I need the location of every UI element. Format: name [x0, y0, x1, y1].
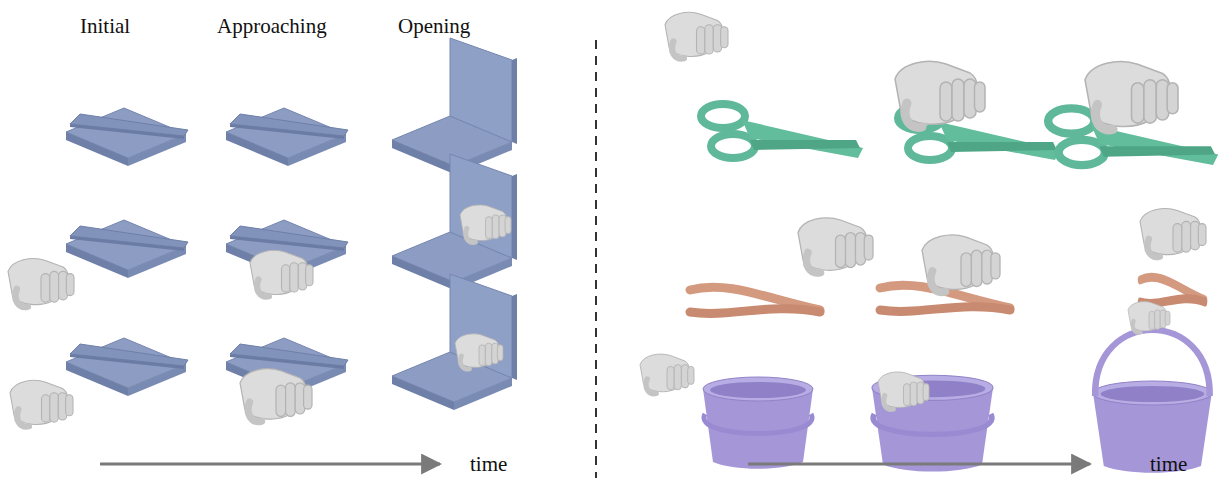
hand — [460, 205, 511, 242]
time-arrow — [748, 463, 1090, 466]
hand — [250, 250, 313, 296]
laptop — [66, 108, 188, 166]
laptop — [392, 154, 517, 290]
bucket — [1093, 330, 1212, 473]
pliers — [690, 287, 820, 313]
hand — [640, 354, 694, 394]
bucket — [703, 377, 813, 469]
laptop — [66, 338, 188, 396]
hand — [10, 380, 73, 426]
hand — [455, 334, 503, 369]
pliers — [1140, 277, 1205, 303]
hand — [240, 369, 312, 422]
laptop — [392, 38, 517, 174]
laptop — [226, 108, 348, 166]
laptop — [66, 220, 188, 278]
hand — [8, 259, 74, 307]
time-arrow — [100, 463, 440, 466]
hand — [1128, 302, 1170, 333]
laptop — [392, 274, 517, 410]
column-heading: Approaching — [217, 14, 327, 39]
axis-label: time — [1150, 452, 1187, 477]
hand — [922, 235, 1000, 292]
scissors — [701, 104, 863, 158]
panel-divider — [595, 40, 597, 478]
hand — [878, 372, 929, 409]
hand — [1140, 209, 1206, 257]
hand — [798, 218, 873, 273]
axis-label: time — [470, 452, 507, 477]
hand — [665, 12, 728, 58]
hand — [1085, 62, 1178, 130]
hand — [895, 61, 985, 127]
column-heading: Initial — [80, 14, 130, 39]
column-heading: Opening — [398, 14, 470, 39]
